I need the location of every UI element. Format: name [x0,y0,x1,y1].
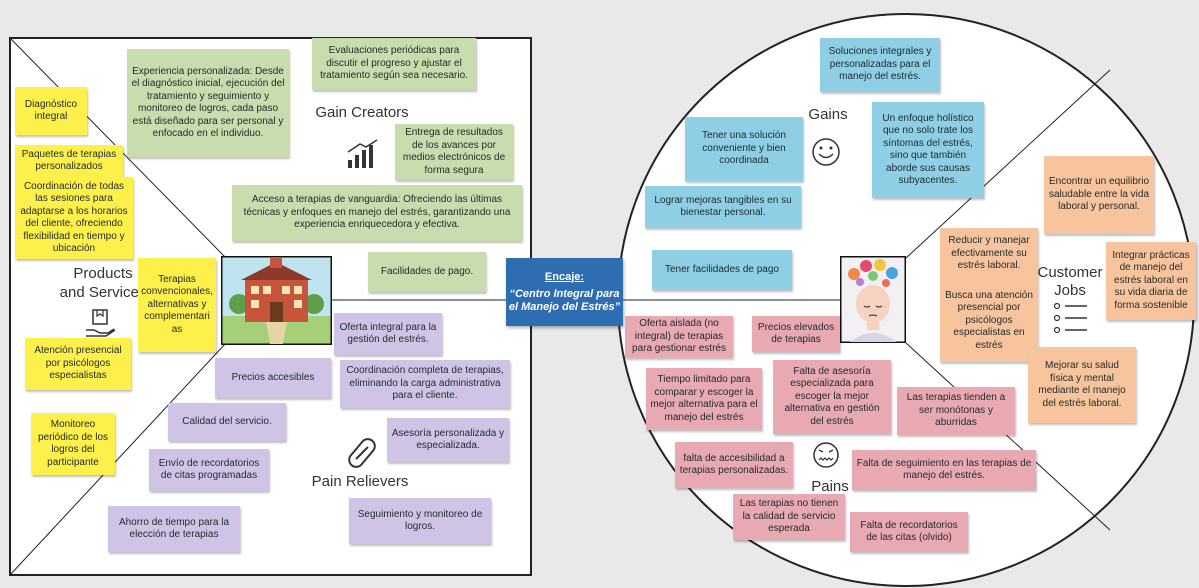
smiley-icon [812,138,840,166]
pill-icon [348,438,376,468]
pain-note: Las terapias no tienen la calidad de ser… [733,494,845,540]
gift-icon [86,309,116,337]
pain-note: Oferta aislada (no integral) de terapias… [625,316,733,358]
pain-note: Precios elevados de terapias [752,316,840,352]
product-note: Coordinación de todas las sesiones para … [15,177,133,259]
gain-note: Tener una solución conveniente y bien co… [685,117,803,181]
school-building-image [221,256,332,345]
gains-title: Gains [808,106,848,123]
pain-relievers-title: Pain Relievers [311,473,409,490]
stressed-woman-image [840,256,906,343]
product-note: Monitoreo periódico de los logros del pa… [31,413,115,475]
gain-creator-note: Experiencia personalizada: Desde el diag… [127,49,289,157]
pain-note: falta de accesibilidad a terapias person… [675,442,793,488]
sad-face-icon [813,442,839,468]
gain-note: Tener facilidades de pago [652,250,792,290]
list-icon [1053,302,1087,334]
pain-reliever-note: Coordinación completa de terapias, elimi… [340,360,510,408]
pain-reliever-note: Envío de recordatorios de citas programa… [149,449,269,491]
product-note: Atención presencial por psicólogos espec… [25,338,131,390]
pain-reliever-note: Ahorro de tiempo para la elección de ter… [108,506,240,552]
diag-lower [9,342,227,576]
job-note: Integrar prácticas de manejo del estrés … [1106,242,1196,320]
fit-box: Encaje: “Centro Integral para el Manejo … [506,258,623,326]
product-note: Diagnóstico integral [15,87,87,135]
growth-chart-icon [347,139,378,168]
gain-creator-note: Evaluaciones periódicas para discutir el… [312,38,476,90]
pain-note: Falta de seguimiento en las terapias de … [852,450,1036,490]
product-note: Terapias convencionales, alternativas y … [138,258,216,352]
gain-note: Un enfoque holístico que no solo trate l… [872,102,984,198]
product-note: Paquetes de terapias personalizados [15,145,123,177]
circle-diag-upper [905,69,1111,259]
fit-heading: Encaje: [544,270,585,283]
job-note: Busca una atención presencial por psicól… [940,280,1038,362]
fit-body: “Centro Integral para el Manejo del Estr… [508,287,621,313]
job-note: Reducir y manejar efectivamente su estré… [940,228,1038,280]
pain-reliever-note: Asesoría personalizada y especializada. [387,418,509,462]
gain-note: Soluciones integrales y personalizadas p… [820,38,940,92]
pain-note: Tiempo limitado para comparar y escoger … [646,368,762,430]
pain-reliever-note: Precios accesibles [215,358,331,398]
pains-title: Pains [811,478,849,495]
pain-note: Falta de asesoría especializada para esc… [773,360,891,434]
gain-creator-note: Facilidades de pago. [368,252,486,292]
job-note: Encontrar un equilibrio saludable entre … [1044,156,1154,234]
pain-note: Falta de recordatorios de las citas (olv… [850,512,968,552]
gain-creator-note: Entrega de resultados de los avances por… [395,124,513,180]
gain-note: Lograr mejoras tangibles en su bienestar… [645,186,801,228]
gain-creator-note: Acceso a terapias de vanguardia: Ofrecie… [232,185,522,241]
products-title: Products and Services [59,265,147,301]
pain-reliever-note: Seguimiento y monitoreo de logros. [349,498,491,544]
pain-note: Las terapias tienden a ser monótonas y a… [897,387,1015,435]
pain-reliever-note: Calidad del servicio. [168,403,286,441]
customer-jobs-title: Customer Jobs [1037,264,1103,299]
gain-creators-title: Gain Creators [315,104,409,121]
pain-reliever-note: Oferta integral para la gestión del estr… [334,313,442,355]
job-note: Mejorar su salud física y mental mediant… [1028,347,1136,423]
circle-diag-lower [905,342,1111,531]
